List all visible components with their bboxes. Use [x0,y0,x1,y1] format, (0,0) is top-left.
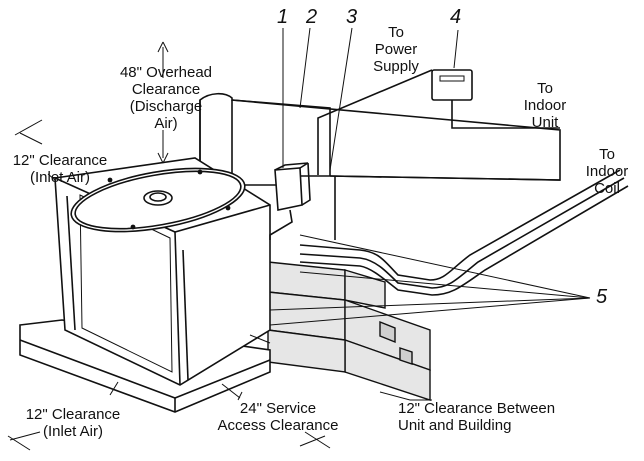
thermostat [431,69,560,129]
overhead-clearance-label: 48" Overhead Clearance (Discharge Air) [119,64,213,132]
concrete-blocks [267,261,431,401]
refrigerant-lines [299,169,629,296]
service-access-label: 24" Service Access Clearance [217,400,339,434]
indoor-unit-label: To Indoor Unit [523,80,567,131]
disconnect-box [269,162,311,240]
callout-4: 4 [450,6,462,28]
outdoor-unit [54,157,271,386]
callout-3: 3 [346,6,358,28]
building-wall [199,92,561,191]
inlet-air-bottom-label: 12" Clearance (Inlet Air) [25,406,121,440]
wiring [317,69,433,240]
leader-lines [249,27,591,401]
callout-5: 5 [596,286,608,308]
inlet-air-top-label: 12" Clearance (Inlet Air) [12,152,108,186]
indoor-coil-label: To Indoor Coil [585,146,629,197]
power-supply-label: To Power Supply [373,24,419,75]
clearance-arrows [7,41,331,451]
callout-1: 1 [277,6,289,28]
building-clearance-label: 12" Clearance Between Unit and Building [398,400,556,434]
callout-2: 2 [306,6,318,28]
